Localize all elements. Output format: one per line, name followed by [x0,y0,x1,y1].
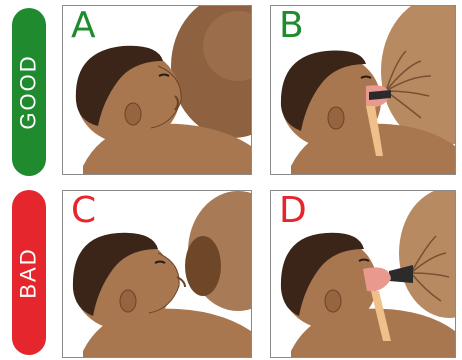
baby-ear [125,103,141,125]
panel-a-good-latch: A [62,5,252,175]
baby-ear [120,290,136,312]
panel-d-bad-latch-cutaway: D [270,190,456,358]
breast [399,191,455,318]
bad-label-text: BAD [16,247,42,298]
panel-letter-a: A [71,8,96,44]
areola [185,236,221,296]
mouth-cutaway [363,267,391,291]
baby-ear [328,107,344,129]
panel-c-bad-latch: C [62,190,252,358]
good-label-text: GOOD [16,54,42,129]
bad-row-label: BAD [12,190,46,355]
panel-letter-b: B [279,8,304,44]
panel-b-good-latch-cutaway: B [270,5,456,175]
baby-ear [325,290,341,312]
good-row-label: GOOD [12,8,46,176]
panel-letter-d: D [279,193,307,229]
panel-letter-c: C [71,193,96,229]
